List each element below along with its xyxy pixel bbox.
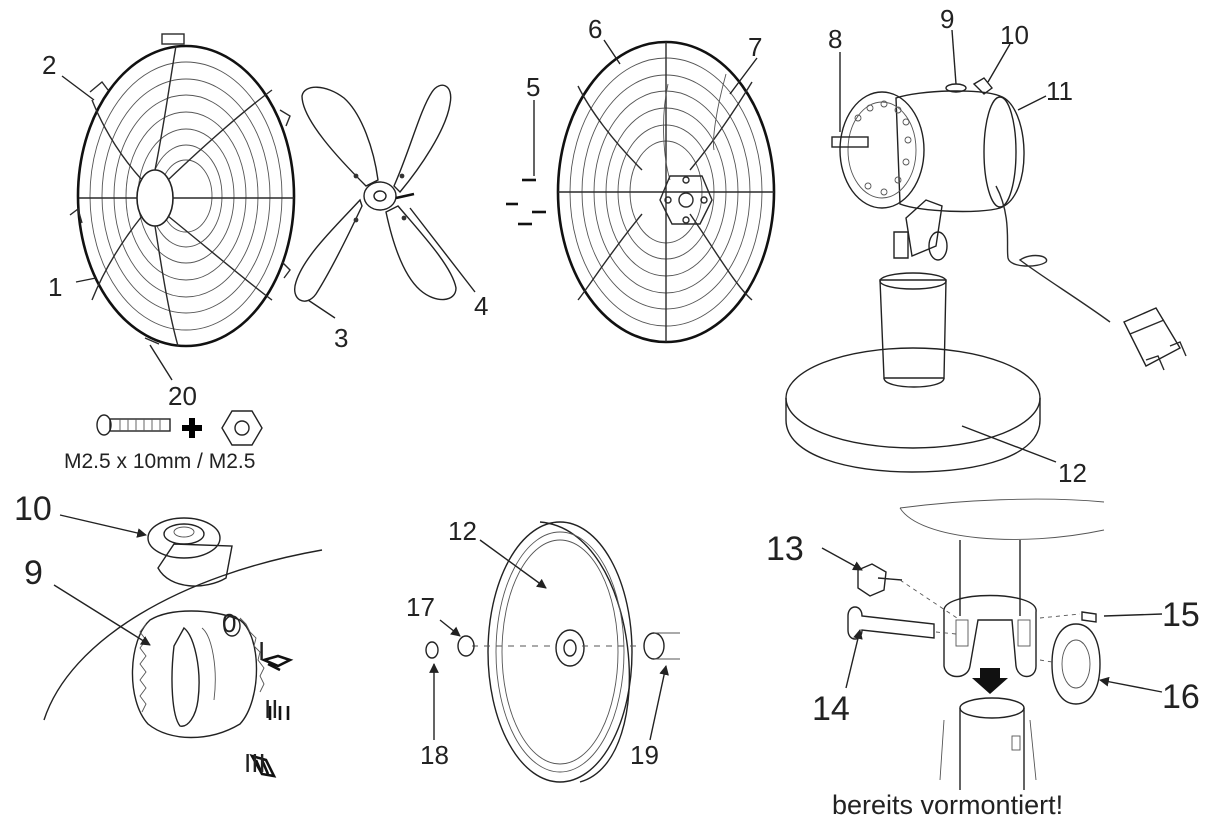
base-exploded: [425, 521, 680, 783]
label-9-top: 9: [940, 4, 954, 34]
front-grille: [69, 33, 296, 348]
screw-spec-text: M2.5 x 10mm / M2.5: [64, 450, 255, 473]
label-4: 4: [474, 291, 488, 321]
screw-spec-icons: [96, 410, 263, 446]
switch-position-0: 0: [222, 608, 236, 638]
leader-lines: [53, 29, 1163, 741]
switch-detail: [43, 517, 323, 778]
label-12-top: 12: [1058, 458, 1087, 488]
rear-grille: [556, 40, 776, 344]
label-3: 3: [334, 323, 348, 353]
label-9-detail: 9: [24, 554, 43, 592]
label-7: 7: [748, 32, 762, 62]
fan-blades: [294, 84, 457, 302]
label-20: 20: [168, 381, 197, 411]
label-1: 1: [48, 272, 62, 302]
label-18: 18: [420, 740, 449, 770]
switch-position-1: I: [258, 636, 265, 666]
motor-stand: [785, 77, 1187, 473]
label-10-top: 10: [1000, 20, 1029, 50]
label-5: 5: [526, 72, 540, 102]
label-14: 14: [812, 690, 850, 728]
label-15: 15: [1162, 596, 1200, 634]
label-12-base: 12: [448, 516, 477, 546]
label-13: 13: [766, 530, 804, 568]
grille-screws: [506, 178, 546, 226]
label-17: 17: [406, 592, 435, 622]
callout-labels: 1 2 3 4 5 6 7 8 9 10 11 12 20 10 9 12 17…: [14, 4, 1200, 770]
label-19: 19: [630, 740, 659, 770]
switch-position-3: III: [244, 748, 266, 778]
label-6: 6: [588, 14, 602, 44]
preassembled-note: bereits vormontiert!: [832, 790, 1063, 820]
label-16: 16: [1162, 678, 1200, 716]
neck-joint: [847, 498, 1105, 790]
switch-position-labels: 0 I II III: [222, 608, 278, 778]
switch-position-2: II: [264, 694, 278, 724]
label-2: 2: [42, 50, 56, 80]
label-8: 8: [828, 24, 842, 54]
label-11: 11: [1046, 76, 1073, 106]
label-10-detail: 10: [14, 490, 52, 528]
